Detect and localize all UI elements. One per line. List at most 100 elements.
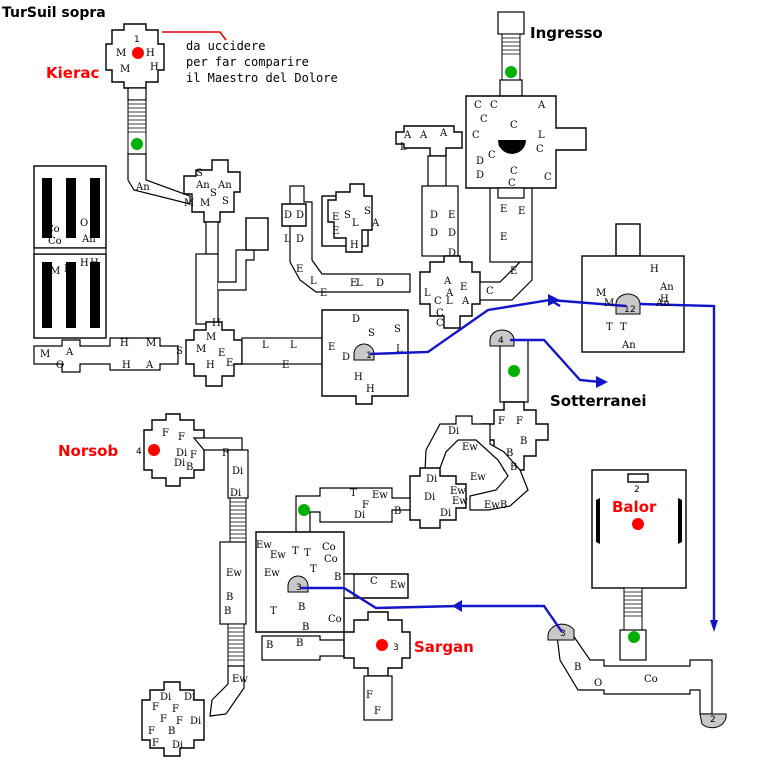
room-letter: Co <box>48 236 62 247</box>
boss-name-balor: Balor <box>612 498 657 516</box>
room-letter: A <box>65 347 74 358</box>
east-e-column-right <box>489 185 533 263</box>
route-portal-4 <box>510 338 601 384</box>
room-letter: L <box>352 218 359 229</box>
room-letter: C <box>436 308 444 319</box>
room-letter: Ew <box>256 540 272 551</box>
room-letter: E <box>332 212 339 223</box>
room-letter: C <box>434 296 442 307</box>
room-letter: Ew <box>452 496 468 507</box>
room-letter: T <box>304 548 311 559</box>
room-letter: E <box>296 264 303 275</box>
room-letter: T <box>620 322 627 333</box>
green-marker-entrance <box>505 66 517 78</box>
room-letter: M <box>596 288 606 299</box>
room-letter: A <box>403 130 412 141</box>
room-letter: D <box>476 156 484 167</box>
green-marker-balor <box>628 631 640 643</box>
room-letter: B <box>186 462 193 473</box>
boss-marker-norsob <box>148 444 160 456</box>
room-letter: H <box>122 360 131 371</box>
room-letter: F <box>160 714 167 725</box>
room-letter: L <box>310 276 317 287</box>
room-letter: F <box>152 702 159 713</box>
boss-number-kierac: 1 <box>134 35 140 45</box>
central-junction <box>185 321 323 387</box>
room-letter: E <box>510 266 517 277</box>
room-letter: Di <box>448 426 459 437</box>
room-letter: Di <box>190 716 201 727</box>
tfew-corridor <box>295 487 411 533</box>
room-letter: Ew <box>226 568 242 579</box>
room-letter: L <box>396 344 403 355</box>
portal-number-1b: 1 <box>624 305 630 315</box>
room-letter: S <box>210 188 217 199</box>
note-line-1: da uccidere <box>186 39 265 53</box>
entrance-stair <box>497 11 525 97</box>
pillar-hall <box>33 165 107 339</box>
room-letter: F <box>362 500 369 511</box>
room-letter: D <box>284 210 292 221</box>
room-letter: H <box>146 48 155 59</box>
room-letter: B <box>520 436 527 447</box>
room-letter: T <box>270 606 277 617</box>
room-letter: B <box>168 726 175 737</box>
room-letter: F <box>190 450 197 461</box>
room-letter: C <box>436 318 444 329</box>
room-letter: D <box>296 234 304 245</box>
room-letter: E <box>320 288 327 299</box>
arrow-head-3 <box>452 600 462 612</box>
room-letter: C <box>474 100 482 111</box>
room-letter: M <box>40 349 50 360</box>
room-letter: H <box>90 258 99 269</box>
room-letter: Di <box>184 692 195 703</box>
room-letter: C <box>508 178 516 189</box>
green-marker-portal4 <box>508 365 520 377</box>
room-letter: F <box>374 706 381 717</box>
room-letter: Ew <box>264 568 280 579</box>
room-letter: An <box>655 298 670 309</box>
room-letter: An <box>659 282 674 293</box>
room-letter: E <box>282 360 289 371</box>
room-letter: A <box>439 128 448 139</box>
room-letter: A <box>445 288 454 299</box>
norsob-room <box>143 413 243 487</box>
room-letter: M <box>116 48 126 59</box>
room-letter: F <box>172 704 179 715</box>
room-letter: F <box>162 428 169 439</box>
room-letter: M <box>604 298 614 309</box>
room-letter: S <box>196 168 203 179</box>
map-title: TurSuil sopra <box>2 5 106 21</box>
room-letter: An <box>217 180 232 191</box>
green-marker-kierac <box>131 138 143 150</box>
room-letter: S <box>364 206 371 217</box>
east-e-column-left <box>421 185 459 257</box>
room-letter: Di <box>232 466 243 477</box>
room-letter: E <box>328 342 335 353</box>
room-letter: M <box>146 338 156 349</box>
room-letter: F <box>176 716 183 727</box>
boss-name-kierac: Kierac <box>46 64 99 82</box>
room-letter: D <box>296 210 304 221</box>
room-letter: H <box>212 318 221 329</box>
room-letter: E <box>218 348 225 359</box>
room-letter: O <box>56 360 64 371</box>
room-letter: E <box>500 204 507 215</box>
arrow-head-4 <box>596 376 608 388</box>
room-letter: D <box>448 228 456 239</box>
room-letter: F <box>516 416 523 427</box>
room-letter: Di <box>426 474 437 485</box>
room-letter: O <box>594 678 602 689</box>
room-letter: M <box>64 264 74 275</box>
room-letter: E <box>518 206 525 217</box>
room-letter: Co <box>46 224 60 235</box>
route-portal-2 <box>639 302 716 620</box>
room-letter: Di <box>160 692 171 703</box>
boss-marker-kierac <box>132 47 144 59</box>
room-letter: H <box>80 258 89 269</box>
portal-number-2b: 2 <box>710 715 716 725</box>
room-letter: A <box>419 130 428 141</box>
portal-number-1a: 1 <box>366 351 372 361</box>
